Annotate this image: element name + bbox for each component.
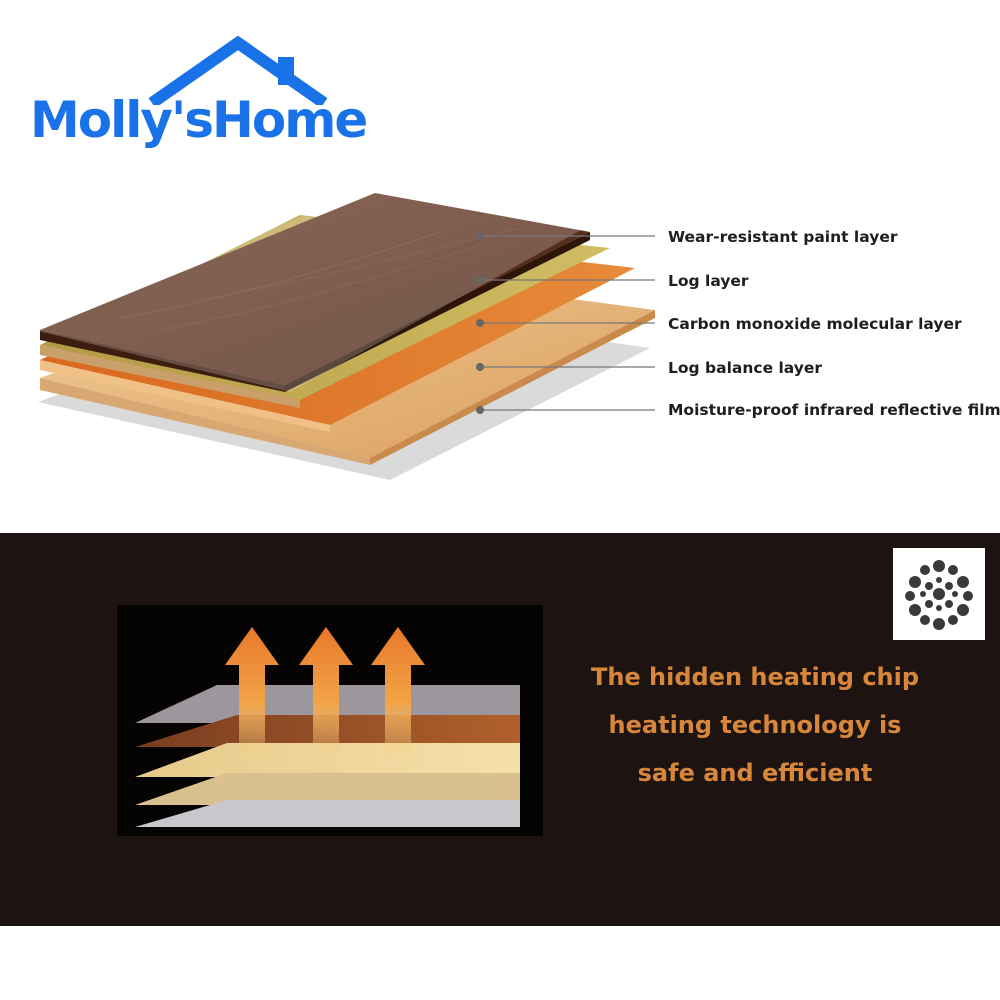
- leader-dot: [476, 276, 484, 284]
- house-roof-icon: [148, 35, 328, 105]
- leader-dot: [476, 406, 484, 414]
- layer-label-log: Log layer: [668, 272, 749, 290]
- heating-section: The hidden heating chip heating technolo…: [0, 533, 1000, 926]
- brand-name: Molly'sHome: [30, 91, 368, 149]
- tagline-line-1: The hidden heating chip: [590, 663, 920, 691]
- heat-arrow-icon: [299, 627, 353, 755]
- plank-gray-bottom: [135, 800, 520, 827]
- layer-label-film: Moisture-proof infrared reflective film: [668, 401, 1000, 419]
- carbon-molecule-icon: [893, 548, 985, 640]
- leader-dot: [476, 363, 484, 371]
- layer-label-balance: Log balance layer: [668, 359, 823, 377]
- heating-tagline: The hidden heating chip heating technolo…: [575, 653, 935, 797]
- brand-logo: Molly'sHome: [30, 35, 400, 170]
- leader-dot: [476, 319, 484, 327]
- plank-light-wood: [135, 743, 520, 777]
- layer-label-carbon: Carbon monoxide molecular layer: [668, 315, 962, 333]
- heat-arrow-icon: [371, 627, 425, 755]
- plank-tan: [135, 773, 520, 805]
- tagline-line-3: safe and efficient: [637, 759, 873, 787]
- tagline-line-2: heating technology is: [608, 711, 902, 739]
- layer-label-paint: Wear-resistant paint layer: [668, 228, 898, 246]
- floor-layers-illustration: [34, 185, 655, 480]
- heating-illustration: [117, 605, 543, 836]
- floor-layers-diagram: Wear-resistant paint layer Log layer Car…: [0, 170, 1000, 510]
- heat-arrow-icon: [225, 627, 279, 755]
- paint-layer: [40, 193, 590, 385]
- leader-dot: [476, 232, 484, 240]
